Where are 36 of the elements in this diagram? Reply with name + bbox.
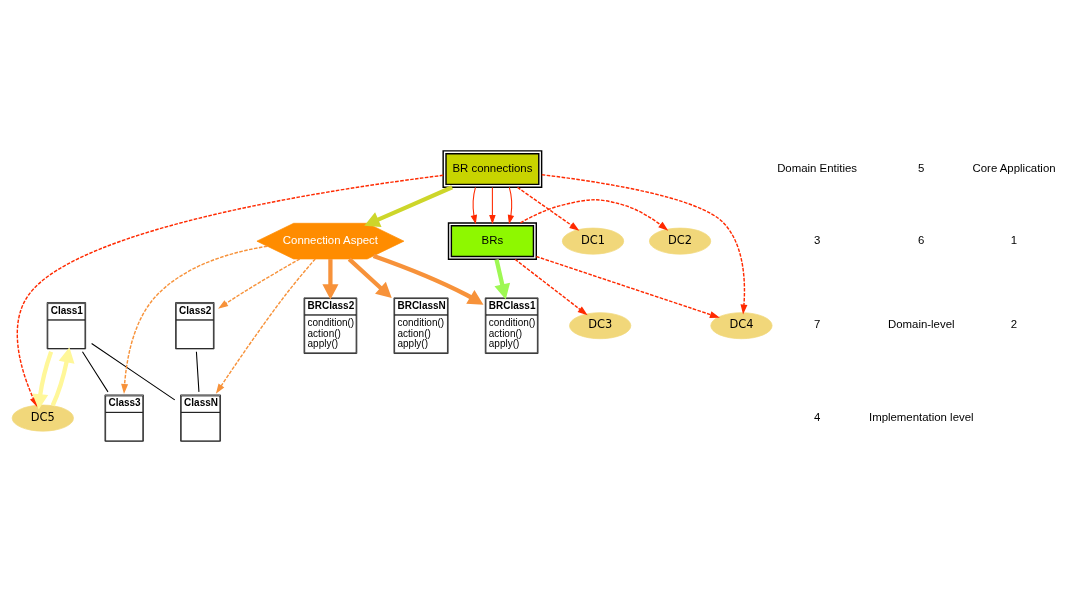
arrow: [50, 346, 75, 406]
label: 6: [918, 233, 925, 246]
label: Implementation level: [868, 410, 974, 423]
connector: [195, 350, 200, 392]
arrow: [541, 173, 748, 315]
arrow: [489, 186, 496, 224]
arrow: [507, 186, 515, 224]
label: 2: [1010, 317, 1018, 330]
arrow: [372, 253, 484, 305]
label: 4: [813, 410, 821, 423]
node-ellipse: DC1: [561, 227, 625, 254]
label: Domain Entities: [777, 161, 858, 174]
node-ellipse: DC3: [569, 311, 632, 339]
label: 5: [918, 161, 925, 174]
label: 7: [813, 317, 821, 330]
label: Domain-level: [887, 317, 955, 330]
arrow: [218, 257, 301, 309]
arrow: [364, 184, 453, 227]
arrow: [516, 186, 580, 231]
arrow: [32, 350, 54, 410]
arrow: [347, 257, 392, 298]
arrow: [215, 257, 316, 394]
arrow: [121, 245, 268, 394]
arrow: [470, 186, 477, 224]
connector: [91, 342, 176, 400]
arrow: [514, 258, 588, 315]
arrow: [322, 258, 339, 300]
arrow: [519, 198, 669, 231]
node-ellipse: DC2: [649, 227, 712, 254]
connector: [81, 350, 109, 392]
node-ellipse: DC5: [11, 404, 74, 431]
label: 1: [1010, 233, 1018, 246]
label: 3: [813, 233, 821, 246]
arrow: [494, 258, 511, 299]
arrow: [535, 255, 720, 318]
label: Core Application: [972, 161, 1056, 174]
